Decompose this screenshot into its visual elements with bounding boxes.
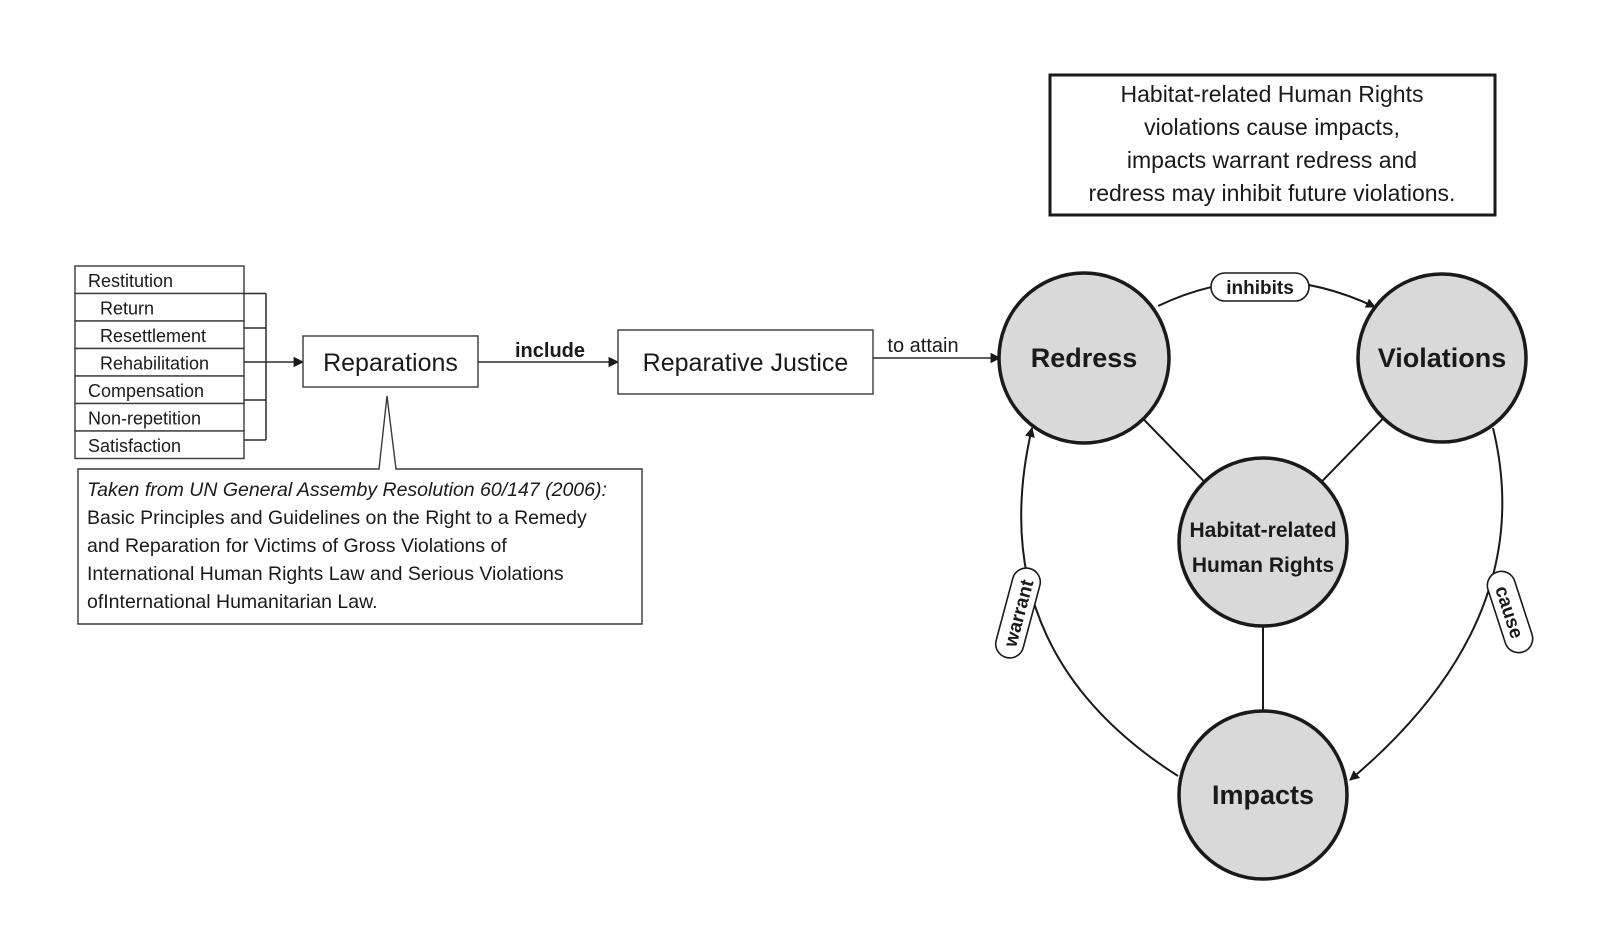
- list-item-return: Return: [100, 299, 154, 319]
- cause-arc: [1349, 427, 1504, 781]
- reparations-label: Reparations: [323, 349, 458, 377]
- include-label: include: [515, 340, 585, 362]
- callout-line: and Reparation for Victims of Gross Viol…: [87, 535, 507, 557]
- callout-source: Taken from UN General Assemby Resolution…: [87, 479, 607, 501]
- cause-pill: cause: [1486, 570, 1534, 654]
- reparative-justice-box: [617, 329, 874, 395]
- list-cell: [74, 402, 245, 432]
- warrant-arc: [1020, 427, 1179, 777]
- list-cell: [74, 430, 245, 460]
- callout-line: Basic Principles and Guidelines on the R…: [87, 507, 587, 529]
- habitat-rights-node: [1177, 456, 1349, 628]
- reparation-types-list: Restitution Return Resettlement Rehabili…: [74, 265, 245, 460]
- reparative-justice-label: Reparative Justice: [643, 349, 849, 377]
- warrant-pill: warrant: [994, 567, 1042, 659]
- inhibits-pill: inhibits: [1210, 272, 1310, 302]
- list-bracket: [244, 292, 267, 441]
- list-item-rehabilitation: Rehabilitation: [100, 354, 209, 374]
- list-cell: [74, 265, 245, 295]
- summary-line: violations cause impacts,: [1144, 114, 1400, 140]
- list-item-compensation: Compensation: [88, 381, 204, 401]
- summary-line: redress may inhibit future violations.: [1089, 180, 1456, 206]
- violations-label: Violations: [1378, 343, 1507, 373]
- redress-label: Redress: [1031, 343, 1138, 373]
- impacts-label: Impacts: [1212, 780, 1314, 810]
- summary-line: impacts warrant redress and: [1127, 147, 1417, 173]
- list-item-restitution: Restitution: [88, 271, 173, 291]
- summary-box: [1048, 73, 1497, 217]
- list-item-satisfaction: Satisfaction: [88, 436, 181, 456]
- inhibits-label: inhibits: [1226, 278, 1294, 299]
- summary-line: Habitat-related Human Rights: [1121, 81, 1424, 107]
- reparations-box: [302, 335, 479, 388]
- callout-line: International Human Rights Law and Serio…: [87, 563, 564, 585]
- violations-node: [1356, 272, 1528, 444]
- list-item-non-repetition: Non-repetition: [88, 409, 201, 429]
- callout-box: [77, 395, 643, 625]
- to-attain-label: to attain: [887, 335, 958, 357]
- impacts-node: [1177, 709, 1349, 881]
- list-cell: [74, 292, 245, 322]
- habitat-rights-label: Human Rights: [1192, 554, 1334, 577]
- callout-line: ofInternational Humanitarian Law.: [87, 591, 378, 613]
- habitat-rights-label: Habitat-related: [1189, 519, 1336, 542]
- redress-node: [997, 271, 1171, 445]
- list-item-resettlement: Resettlement: [100, 326, 206, 346]
